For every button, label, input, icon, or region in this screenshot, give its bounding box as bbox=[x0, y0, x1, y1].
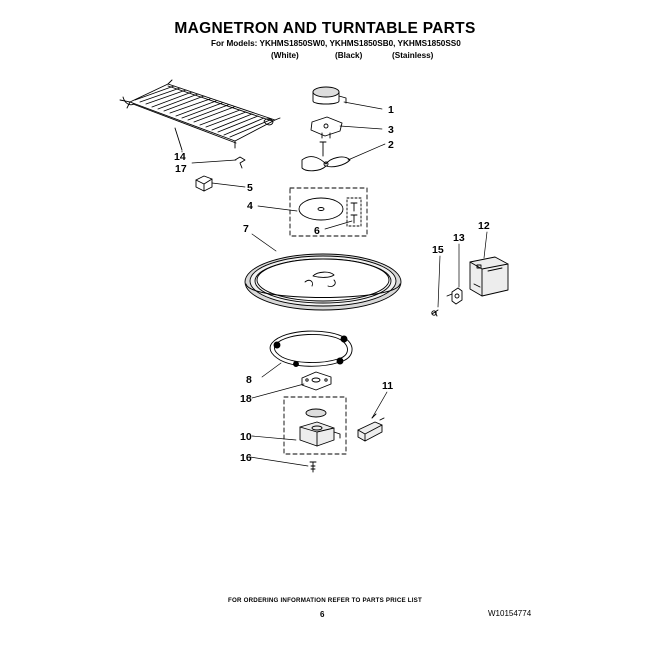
magnetron-part bbox=[469, 256, 509, 297]
callout-14: 14 bbox=[174, 151, 186, 163]
thermal-cutout-part bbox=[446, 287, 463, 305]
mounting-plate-part bbox=[310, 116, 343, 139]
callout-18: 18 bbox=[240, 393, 252, 405]
turntable-support-part bbox=[298, 197, 344, 221]
callout-5: 5 bbox=[247, 182, 253, 194]
plate-screw-part bbox=[319, 141, 327, 157]
callout-3: 3 bbox=[388, 124, 394, 136]
motor-screw-part bbox=[309, 461, 317, 473]
bracket-part bbox=[195, 175, 213, 192]
ordering-note: FOR ORDERING INFORMATION REFER TO PARTS … bbox=[228, 597, 422, 604]
page-number: 6 bbox=[320, 610, 325, 619]
interlock-switch-part bbox=[357, 413, 385, 442]
callout-17: 17 bbox=[175, 163, 187, 175]
finish-white: (White) bbox=[271, 51, 299, 60]
callout-labels: 1 3 2 14 17 5 4 6 7 12 13 15 8 18 11 10 … bbox=[174, 104, 490, 464]
screw-kit-box-6 bbox=[346, 197, 362, 227]
coupler-part bbox=[301, 156, 351, 172]
page-title: MAGNETRON AND TURNTABLE PARTS bbox=[174, 20, 476, 37]
screw-kit-part bbox=[350, 202, 358, 224]
callout-12: 12 bbox=[478, 220, 490, 232]
wire-rack-part bbox=[119, 79, 281, 151]
models-line: For Models: YKHMS1850SW0, YKHMS1850SB0, … bbox=[211, 39, 461, 48]
callout-7: 7 bbox=[243, 223, 249, 235]
callout-2: 2 bbox=[388, 139, 394, 151]
turntable-motor-part bbox=[312, 86, 347, 105]
rack-clip-part bbox=[234, 156, 246, 169]
roller-ring-part bbox=[269, 330, 353, 367]
callout-6: 6 bbox=[314, 225, 320, 237]
kit-box-10 bbox=[283, 396, 347, 455]
callout-1: 1 bbox=[388, 104, 394, 116]
callout-8: 8 bbox=[246, 374, 252, 386]
callout-13: 13 bbox=[453, 232, 465, 244]
callout-4: 4 bbox=[247, 200, 253, 212]
glass-turntable-part bbox=[244, 253, 402, 311]
callout-11: 11 bbox=[382, 380, 393, 392]
document-code: W10154774 bbox=[488, 609, 532, 618]
kit-box-4 bbox=[289, 187, 368, 237]
drive-coupling-part bbox=[301, 371, 332, 391]
callout-10: 10 bbox=[240, 431, 252, 443]
finish-black: (Black) bbox=[335, 51, 363, 60]
leader-lines bbox=[181, 101, 488, 467]
callout-16: 16 bbox=[240, 452, 252, 464]
magnetron-screw-part bbox=[431, 309, 439, 317]
callout-15: 15 bbox=[432, 244, 444, 256]
finish-stainless: (Stainless) bbox=[392, 51, 434, 60]
drive-motor-part bbox=[299, 408, 341, 447]
